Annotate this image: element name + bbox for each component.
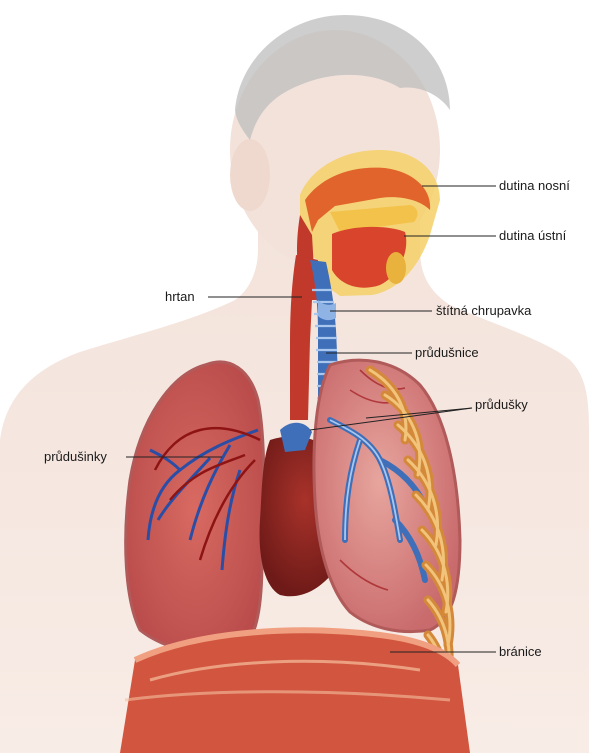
label-trachea: průdušnice: [415, 345, 479, 361]
label-diaphragm: bránice: [499, 644, 542, 660]
label-nasal-cavity: dutina nosní: [499, 178, 570, 194]
label-larynx: hrtan: [165, 289, 195, 305]
label-bronchi: průdušky: [475, 397, 528, 413]
label-bronchioles: průdušinky: [44, 449, 107, 465]
label-oral-cavity: dutina ústní: [499, 228, 566, 244]
label-thyroid-cartilage: štítná chrupavka: [436, 303, 531, 319]
diaphragm: [120, 630, 470, 753]
